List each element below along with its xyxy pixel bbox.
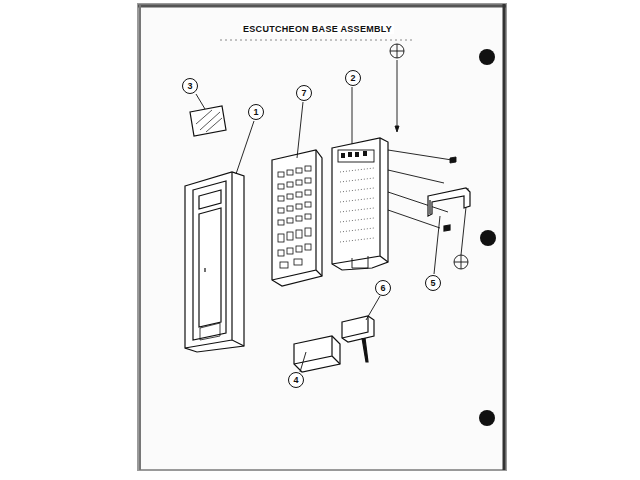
callout-number: 7 bbox=[296, 85, 312, 101]
paper-edge bbox=[138, 5, 506, 8]
door-button bbox=[294, 336, 340, 372]
callout-number: 1 bbox=[248, 104, 264, 120]
paper-edge bbox=[139, 4, 141, 470]
punch-hole bbox=[479, 410, 495, 426]
latch-lever bbox=[342, 316, 374, 362]
paper-sheet bbox=[138, 4, 506, 470]
punch-hole bbox=[480, 230, 496, 246]
glass-panel bbox=[190, 106, 226, 136]
callout-number: 6 bbox=[375, 280, 391, 296]
paper-edge bbox=[503, 4, 506, 470]
callout-number: 2 bbox=[345, 70, 361, 86]
mounting-screws bbox=[388, 44, 468, 269]
callout-number: 4 bbox=[288, 372, 304, 388]
leader-lines bbox=[196, 87, 440, 372]
callout-number: 5 bbox=[425, 275, 441, 291]
bracket bbox=[428, 188, 470, 231]
scan-noise bbox=[220, 40, 415, 41]
callout-number: 3 bbox=[182, 78, 198, 94]
control-panel bbox=[332, 138, 388, 270]
keypad-board bbox=[272, 150, 322, 286]
punch-hole bbox=[479, 49, 495, 65]
diagram-title: ESCUTCHEON BASE ASSEMBLY bbox=[241, 24, 394, 34]
escutcheon-frame bbox=[185, 172, 244, 352]
